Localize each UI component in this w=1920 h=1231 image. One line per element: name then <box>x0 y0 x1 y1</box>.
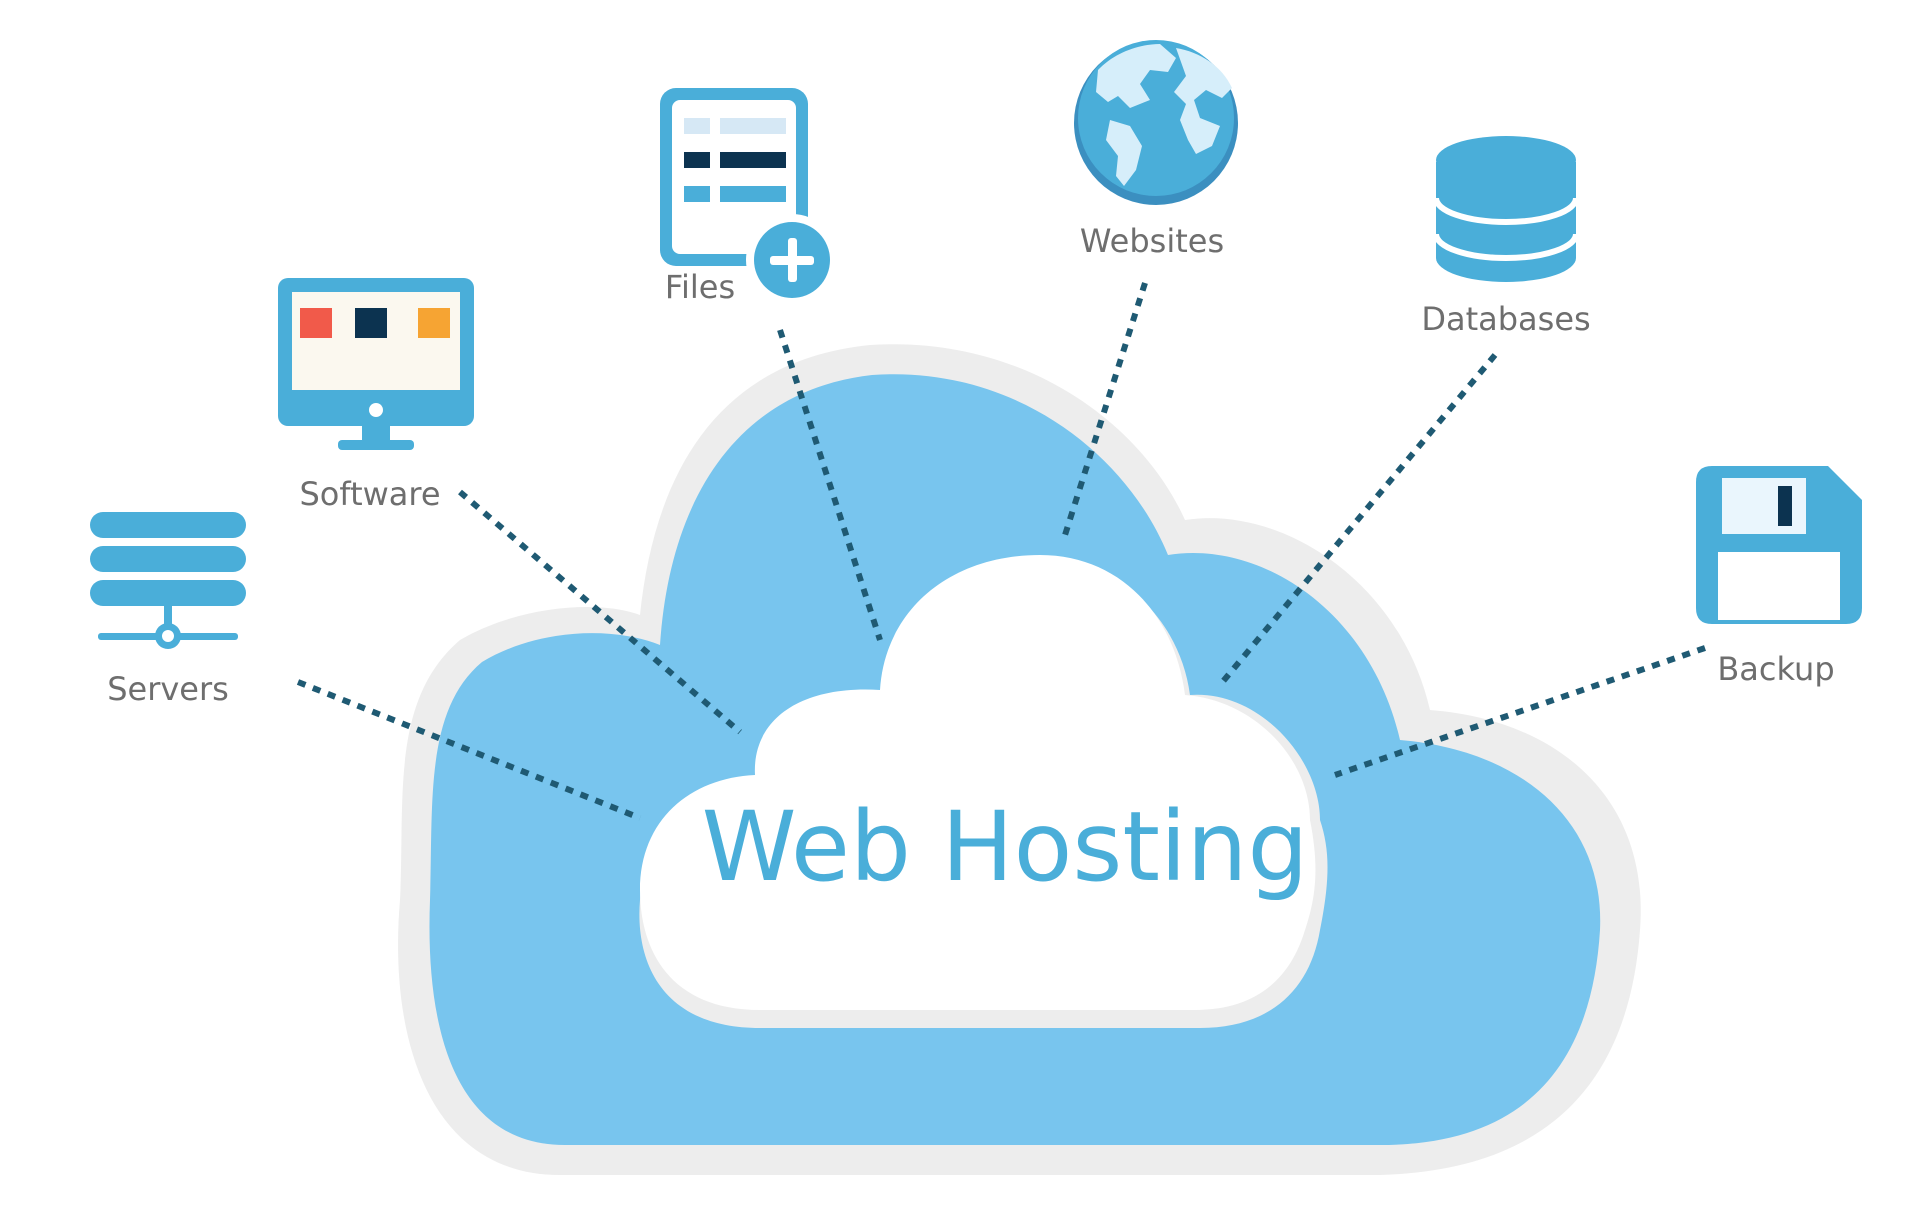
floppy-disk-icon <box>1696 466 1862 624</box>
inner-cloud-fill <box>640 555 1316 1010</box>
connector-files <box>777 329 883 641</box>
connector-software <box>458 489 742 735</box>
diagram-title: Web Hosting <box>702 791 1309 903</box>
node-label-files: Files <box>665 268 735 306</box>
connector-websites <box>1062 282 1148 536</box>
connector-servers <box>296 679 642 821</box>
node-websites: Websites <box>1074 40 1238 260</box>
node-label-servers: Servers <box>107 670 229 708</box>
connector-backup <box>1334 645 1706 778</box>
node-servers: Servers <box>90 512 246 708</box>
connectors <box>296 282 1706 821</box>
database-icon <box>1433 136 1579 282</box>
node-label-websites: Websites <box>1080 222 1224 260</box>
monitor-icon <box>278 278 474 450</box>
connector-databases <box>1217 353 1498 687</box>
file-add-icon <box>660 88 838 306</box>
server-icon <box>90 512 246 649</box>
node-files: Files <box>660 88 838 306</box>
node-label-databases: Databases <box>1421 300 1590 338</box>
node-software: Software <box>278 278 474 513</box>
node-databases: Databases <box>1421 136 1591 338</box>
node-backup: Backup <box>1696 466 1862 688</box>
inner-cloud <box>639 555 1328 1028</box>
globe-icon <box>1074 40 1238 205</box>
node-label-backup: Backup <box>1717 650 1834 688</box>
node-label-software: Software <box>299 475 440 513</box>
